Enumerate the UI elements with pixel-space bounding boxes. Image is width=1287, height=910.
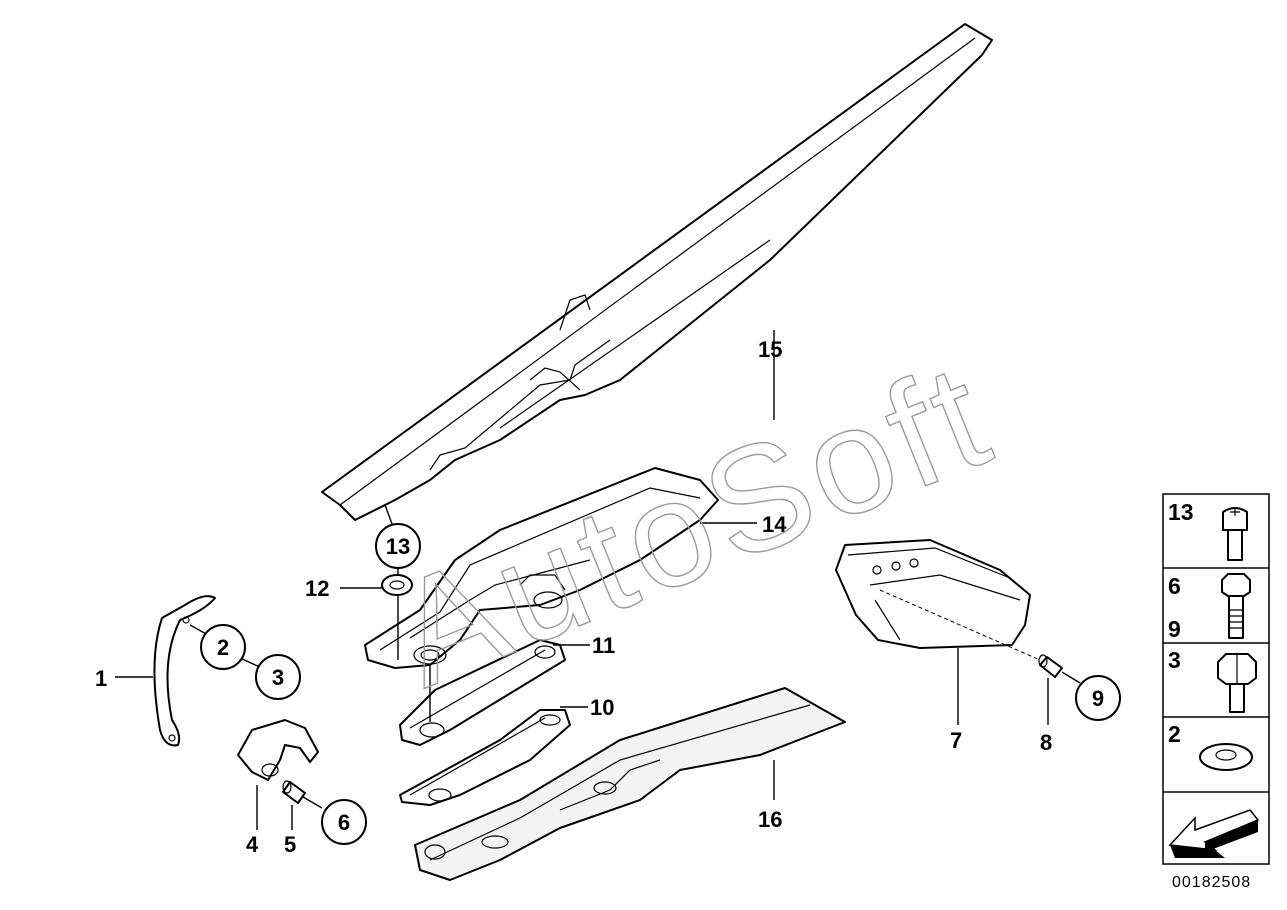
callout-13: 13 xyxy=(386,534,410,559)
part-4-clamp xyxy=(237,719,319,781)
part-11-spacer-bar xyxy=(399,639,566,746)
legend-label-9: 9 xyxy=(1168,616,1181,642)
callout-2: 2 xyxy=(217,635,229,660)
part-1-curved-strap xyxy=(153,595,216,747)
part-14-tensioner-rail xyxy=(364,467,719,669)
callout-9: 9 xyxy=(1092,686,1104,711)
callout-4: 4 xyxy=(246,832,259,857)
callout-3-circled: 3 xyxy=(255,654,301,700)
callout-11: 11 xyxy=(592,633,615,658)
callout-13-circled: 13 xyxy=(375,523,421,569)
part-8-pin xyxy=(1038,654,1063,678)
callout-9-circled: 9 xyxy=(1075,675,1121,721)
part-12-washer xyxy=(381,574,413,596)
callout-10: 10 xyxy=(590,695,614,720)
callout-15: 15 xyxy=(758,337,782,362)
callout-12: 12 xyxy=(305,576,329,601)
callout-16: 16 xyxy=(758,807,782,832)
part-5-sleeve xyxy=(282,780,306,804)
callout-2-circled: 2 xyxy=(200,624,246,670)
document-number: 00182508 xyxy=(1172,874,1251,891)
callout-1: 1 xyxy=(95,666,107,691)
legend-label-2: 2 xyxy=(1168,721,1181,747)
part-15-chain-guide-rail xyxy=(321,23,993,521)
hex-bolt-long-icon xyxy=(1221,573,1251,639)
legend-panel: 13 6 9 3 2 xyxy=(1162,493,1270,865)
arrow-symbol-icon xyxy=(1168,809,1260,858)
callout-3: 3 xyxy=(272,665,284,690)
callout-8: 8 xyxy=(1040,730,1052,755)
socket-bolt-icon xyxy=(1222,507,1248,561)
hex-bolt-short-icon xyxy=(1217,653,1257,713)
leader-lines xyxy=(115,330,1081,830)
legend-label-3: 3 xyxy=(1168,647,1181,673)
legend-label-6: 6 xyxy=(1168,573,1181,599)
callout-6: 6 xyxy=(338,810,350,835)
part-16-lower-chain-guide xyxy=(414,687,846,881)
callout-6-circled: 6 xyxy=(321,799,367,845)
callout-14: 14 xyxy=(762,512,787,537)
callout-7: 7 xyxy=(950,728,962,753)
part-7-guide-block xyxy=(835,539,1031,649)
legend-label-13: 13 xyxy=(1168,499,1194,525)
part-10-spacer-plate xyxy=(399,709,571,806)
callout-5: 5 xyxy=(284,832,296,857)
washer-icon xyxy=(1199,743,1253,771)
